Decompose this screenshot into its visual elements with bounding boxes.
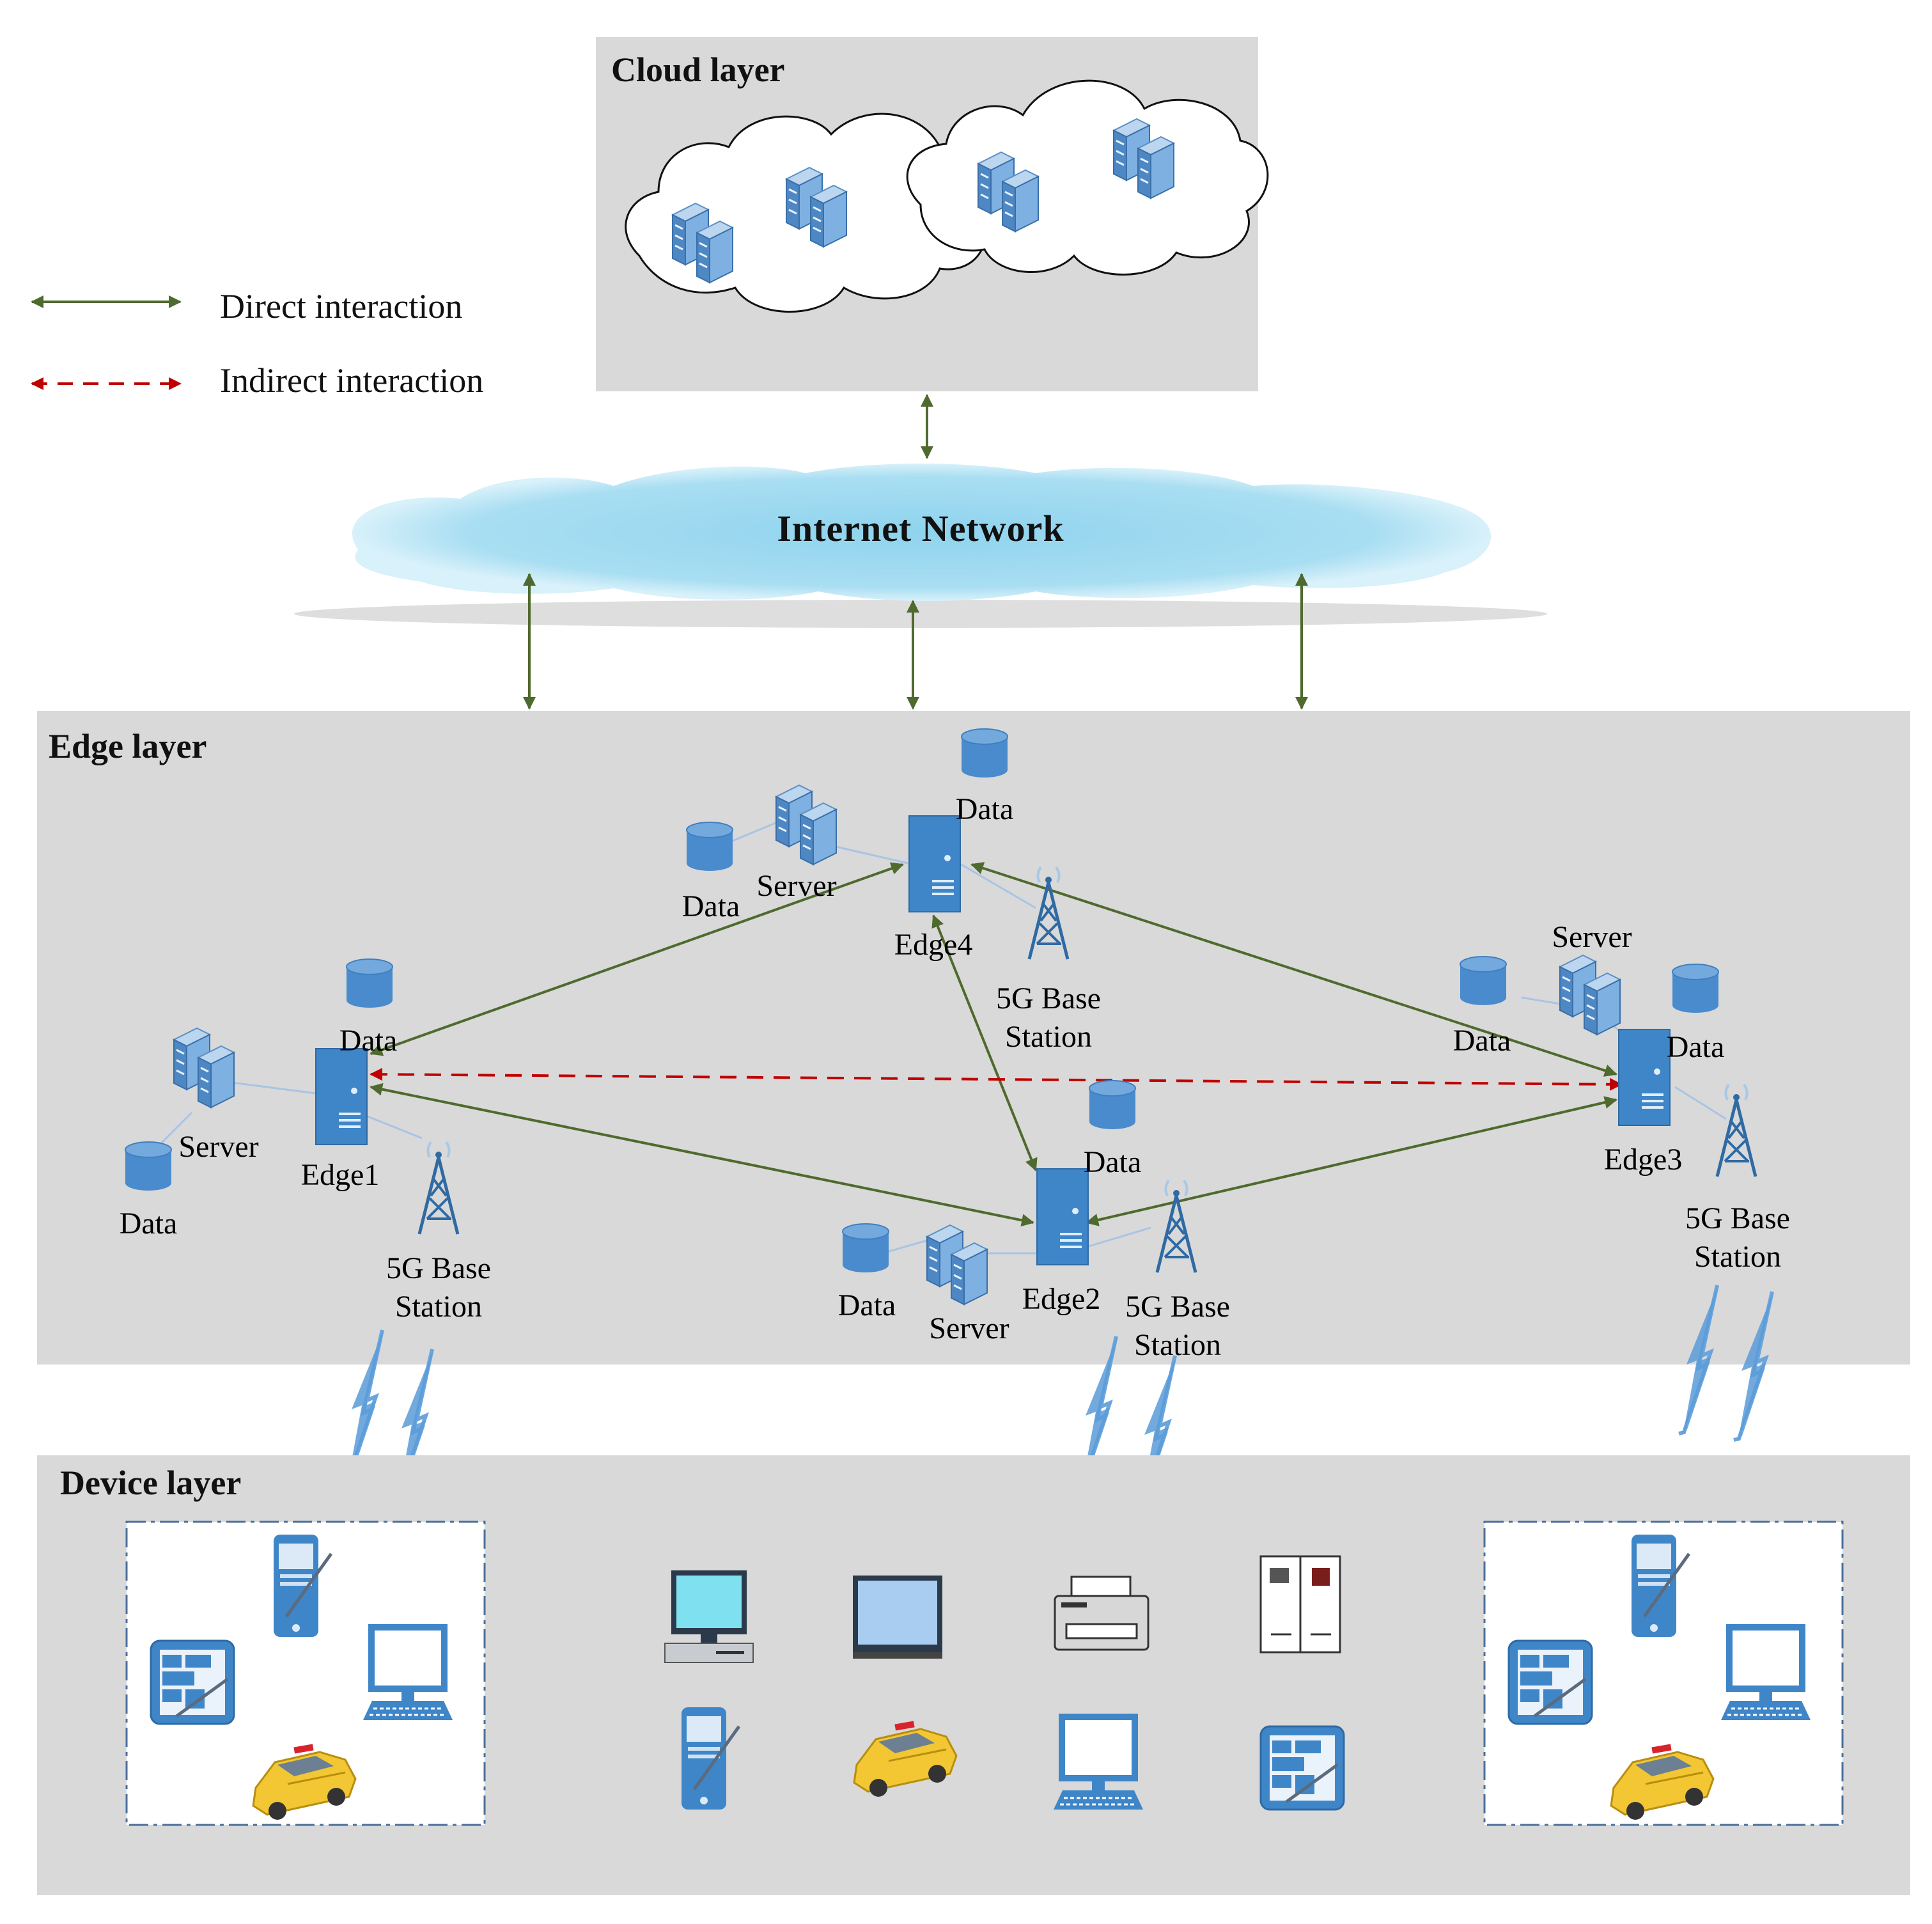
base-station-label: 5G Base Station	[996, 982, 1101, 1054]
base-station-label: 5G Base Station	[1125, 1290, 1230, 1362]
legend-indirect-label: Indirect interaction	[220, 361, 484, 400]
data-icon	[1672, 964, 1719, 1013]
data-label: Data	[837, 1288, 896, 1322]
server-label: Server	[178, 1130, 259, 1164]
data-label: Data	[119, 1207, 178, 1240]
data-icon	[961, 728, 1008, 778]
data-icon	[1460, 956, 1507, 1006]
edge4-label: Edge4	[894, 928, 973, 962]
tablet-icon	[151, 1641, 234, 1724]
data-icon	[1089, 1080, 1136, 1130]
laptop-screen-icon	[853, 1576, 942, 1659]
server-label: Server	[756, 869, 837, 903]
printer-icon	[1054, 1576, 1149, 1651]
tablet-icon	[1509, 1641, 1592, 1724]
internet-network-label: Internet Network	[777, 508, 1064, 549]
server-cabinet-icon	[1259, 1555, 1341, 1654]
server-label: Server	[1552, 920, 1632, 954]
legend-direct-label: Direct interaction	[220, 287, 463, 325]
edge4-edge3-arrow	[970, 862, 1617, 1077]
base-station-label: 5G Base Station	[386, 1251, 491, 1324]
computer-icon	[362, 1623, 454, 1721]
edge2-tower-icon	[1036, 1168, 1089, 1265]
server-label: Server	[929, 1311, 1009, 1345]
data-label: Data	[1083, 1145, 1142, 1179]
data-label: Data	[1666, 1030, 1725, 1064]
cloud-shape-right	[906, 79, 1269, 276]
internet-shadow	[294, 600, 1547, 628]
edge1-edge2-arrow	[370, 1083, 1034, 1227]
base-station-label: 5G Base Station	[1685, 1201, 1790, 1274]
data-icon	[125, 1141, 172, 1191]
cloud-layer-title: Cloud layer	[611, 51, 785, 89]
edge1-label: Edge1	[300, 1158, 380, 1192]
edge-interaction-arrows	[370, 862, 1617, 1227]
data-label: Data	[682, 889, 740, 923]
data-label: Data	[339, 1024, 398, 1058]
data-icon	[686, 822, 733, 872]
desktop-pc-icon	[664, 1570, 754, 1663]
tablet-icon	[1261, 1726, 1344, 1810]
edge4-tower-icon	[908, 815, 961, 912]
edge1-tower-icon	[315, 1048, 368, 1145]
data-icon	[346, 958, 393, 1008]
edge3-label: Edge3	[1603, 1143, 1683, 1177]
edge2-label: Edge2	[1022, 1282, 1101, 1316]
data-label: Data	[1453, 1024, 1511, 1058]
computer-icon	[1720, 1623, 1812, 1721]
internet-cloud-shape	[352, 464, 1492, 601]
data-icon	[842, 1223, 889, 1273]
edge3-tower-icon	[1618, 1029, 1671, 1126]
edge-layer-title: Edge layer	[49, 727, 207, 765]
computer-icon	[1052, 1712, 1144, 1811]
edge4-edge1-arrow	[370, 862, 904, 1056]
edge1-edge3-indirect-arrow	[370, 1068, 1623, 1091]
device-layer-title: Device layer	[60, 1464, 242, 1502]
data-label: Data	[955, 792, 1014, 826]
